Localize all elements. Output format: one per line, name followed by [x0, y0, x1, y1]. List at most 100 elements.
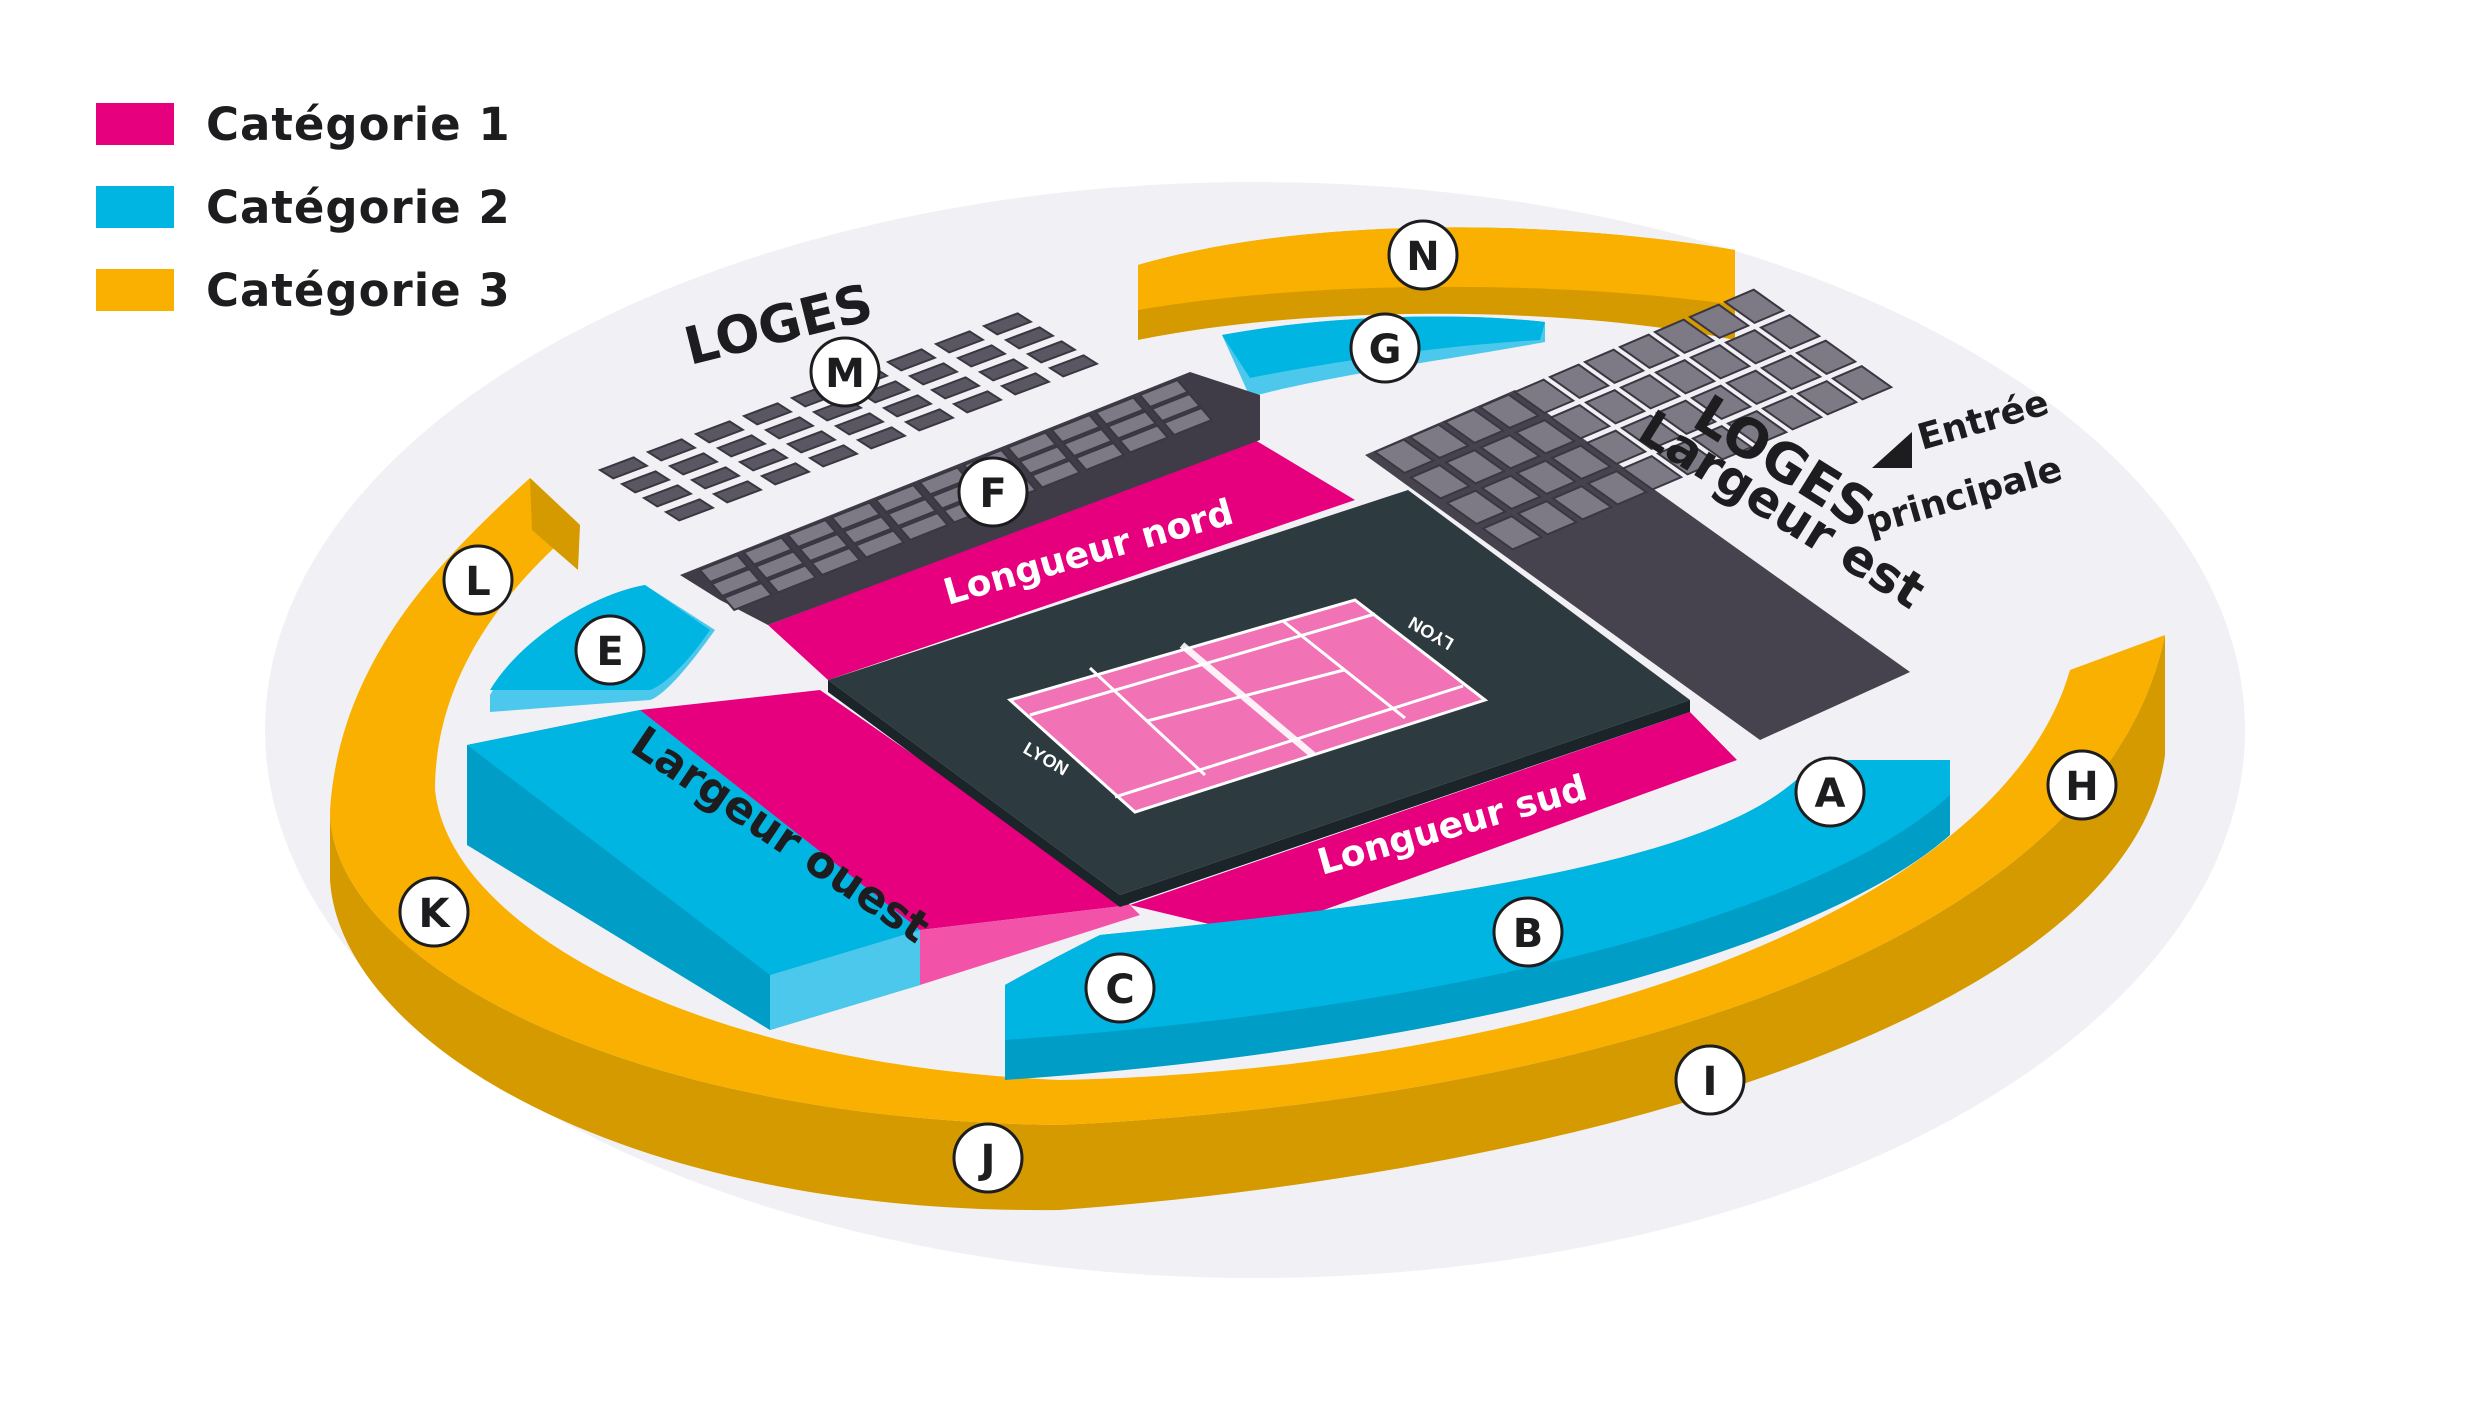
loge-box[interactable] — [711, 480, 764, 504]
loge-box[interactable] — [1062, 427, 1114, 458]
loge-box[interactable] — [1549, 444, 1613, 481]
loge-box[interactable] — [810, 546, 862, 577]
loge-box[interactable] — [1654, 399, 1718, 436]
legend-item-category-1[interactable]: Catégorie 1 — [96, 98, 511, 151]
loge-box[interactable] — [951, 390, 1004, 414]
loge-box[interactable] — [766, 564, 818, 594]
loge-box[interactable] — [1106, 410, 1158, 440]
loge-box[interactable] — [1690, 425, 1754, 461]
loge-box[interactable] — [1652, 318, 1716, 355]
loge-box[interactable] — [855, 426, 908, 450]
section-badge-b[interactable]: B — [1492, 896, 1564, 968]
loge-box[interactable] — [859, 380, 912, 404]
section-badge-n[interactable]: N — [1387, 219, 1459, 291]
loge-box[interactable] — [929, 376, 982, 400]
loge-box[interactable] — [886, 497, 938, 528]
loge-box[interactable] — [1620, 455, 1684, 491]
section-longueur-sud[interactable] — [1130, 712, 1737, 935]
loge-box[interactable] — [907, 362, 960, 386]
loge-box[interactable] — [715, 434, 768, 458]
loge-box[interactable] — [1372, 438, 1436, 475]
loge-box[interactable] — [763, 416, 816, 440]
loge-box[interactable] — [1725, 410, 1789, 446]
loge-box[interactable] — [1547, 363, 1611, 400]
loge-box[interactable] — [874, 483, 926, 514]
loge-box[interactable] — [1444, 489, 1508, 526]
loge-box[interactable] — [1794, 339, 1858, 376]
loge-box[interactable] — [737, 448, 790, 472]
section-badge-c[interactable]: C — [1084, 952, 1156, 1024]
loge-box[interactable] — [1723, 329, 1787, 365]
section-badge-g[interactable]: G — [1349, 312, 1421, 384]
loge-box[interactable] — [903, 408, 956, 432]
loge-box[interactable] — [667, 452, 720, 476]
loge-box[interactable] — [999, 372, 1052, 396]
section-m-loges[interactable] — [597, 312, 1100, 522]
loge-box[interactable] — [1477, 393, 1541, 430]
loge-box[interactable] — [1513, 419, 1577, 455]
section-badge-h[interactable]: H — [2046, 749, 2118, 821]
loge-box[interactable] — [1550, 485, 1614, 521]
loge-box[interactable] — [1050, 413, 1102, 444]
loge-box[interactable] — [1025, 340, 1078, 364]
loge-box[interactable] — [1688, 344, 1752, 380]
loge-box[interactable] — [854, 529, 906, 559]
loge-box[interactable] — [1830, 365, 1894, 401]
section-badge-e[interactable]: E — [574, 614, 646, 686]
loge-box[interactable] — [807, 444, 860, 468]
section-longueur-nord[interactable] — [768, 440, 1355, 680]
loge-box[interactable] — [981, 312, 1034, 336]
loge-box[interactable] — [885, 348, 938, 372]
loge-box[interactable] — [881, 394, 934, 418]
loge-box[interactable] — [830, 501, 882, 531]
loge-box[interactable] — [1118, 424, 1170, 454]
loge-box[interactable] — [1407, 423, 1471, 460]
loge-box[interactable] — [689, 466, 742, 490]
loge-box[interactable] — [1138, 378, 1190, 409]
loge-box[interactable] — [1617, 333, 1681, 370]
loge-box[interactable] — [1150, 392, 1202, 423]
loge-box[interactable] — [1722, 288, 1786, 325]
loge-box[interactable] — [1583, 389, 1647, 425]
loge-box[interactable] — [1619, 414, 1683, 451]
legend-item-category-2[interactable]: Catégorie 2 — [96, 181, 511, 234]
loge-box[interactable] — [754, 550, 806, 580]
loge-box[interactable] — [1074, 441, 1126, 472]
loge-box[interactable] — [641, 484, 694, 508]
loge-box[interactable] — [1760, 395, 1824, 431]
loge-box[interactable] — [722, 581, 774, 612]
loge-box[interactable] — [1689, 384, 1753, 421]
loge-box[interactable] — [833, 412, 886, 436]
loge-box[interactable] — [663, 498, 716, 522]
loge-box[interactable] — [955, 344, 1008, 368]
section-l[interactable] — [530, 478, 580, 570]
section-badge-l[interactable]: L — [442, 544, 514, 616]
loge-box[interactable] — [710, 567, 762, 598]
loge-box[interactable] — [759, 462, 812, 486]
loge-box[interactable] — [1795, 380, 1859, 416]
loge-box[interactable] — [1443, 449, 1507, 485]
loge-box[interactable] — [785, 430, 838, 454]
loge-box[interactable] — [1480, 515, 1544, 551]
loge-box[interactable] — [933, 330, 986, 354]
section-badge-i[interactable]: I — [1674, 1044, 1746, 1116]
legend-item-category-3[interactable]: Catégorie 3 — [96, 264, 511, 317]
section-badge-j[interactable]: J — [952, 1122, 1024, 1194]
loge-box[interactable] — [786, 518, 838, 549]
loge-box[interactable] — [1548, 404, 1612, 440]
section-largeur-ouest[interactable] — [467, 710, 920, 1030]
loge-box[interactable] — [1687, 303, 1751, 340]
loge-box[interactable] — [693, 420, 746, 444]
loge-box[interactable] — [1408, 464, 1472, 500]
loge-box[interactable] — [1724, 369, 1788, 406]
loge-box[interactable] — [1094, 396, 1146, 426]
loge-box[interactable] — [977, 358, 1030, 382]
loge-box[interactable] — [1047, 354, 1100, 378]
loge-box[interactable] — [645, 438, 698, 462]
loge-box[interactable] — [1655, 440, 1719, 476]
loge-box[interactable] — [1479, 474, 1543, 511]
loges-east[interactable] — [1365, 288, 1910, 740]
loge-box[interactable] — [619, 470, 672, 494]
loge-box[interactable] — [1653, 359, 1717, 395]
loge-box[interactable] — [1759, 354, 1823, 391]
